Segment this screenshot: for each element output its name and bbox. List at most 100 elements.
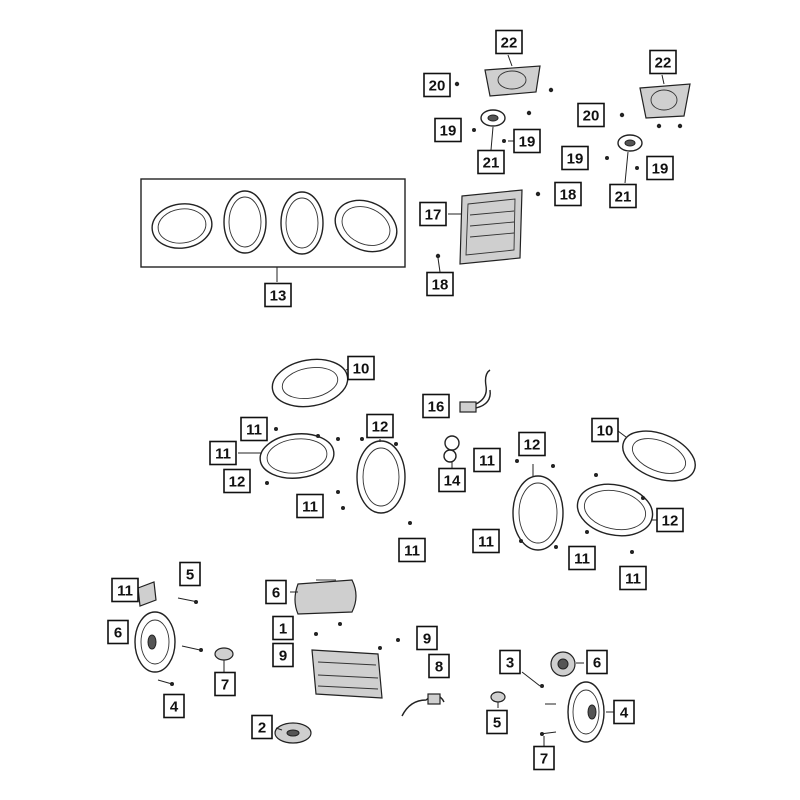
- speaker-gasket-right-drawing: [576, 473, 658, 554]
- callout-box: [656, 507, 684, 533]
- callout-box: [577, 102, 605, 128]
- callout-box: [428, 653, 450, 679]
- callout-number: 19: [567, 151, 584, 168]
- callout-box: [416, 625, 438, 651]
- callout-7: 7: [214, 671, 236, 697]
- callout-9: 9: [272, 642, 294, 668]
- callout-number: 11: [479, 453, 495, 470]
- callout-box: [107, 619, 129, 645]
- callout-5: 5: [486, 709, 508, 735]
- callout-box: [422, 393, 450, 419]
- callout-10: 10: [591, 417, 619, 443]
- callout-6: 6: [107, 619, 129, 645]
- callout-number: 6: [114, 625, 122, 642]
- callout-number: 11: [302, 499, 318, 516]
- callout-box: [426, 271, 454, 297]
- callout-box: [499, 649, 521, 675]
- callout-box: [561, 145, 589, 171]
- callout-19: 19: [513, 128, 541, 154]
- callout-number: 12: [372, 419, 389, 436]
- callout-number: 9: [279, 648, 287, 665]
- callout-number: 6: [272, 585, 280, 602]
- callout-21: 21: [609, 183, 637, 209]
- callout-box: [272, 642, 294, 668]
- callout-19: 19: [561, 145, 589, 171]
- speaker-gasket-left-drawing: [238, 427, 340, 494]
- callout-number: 10: [597, 423, 614, 440]
- callout-10: 10: [347, 355, 375, 381]
- callout-20: 20: [577, 102, 605, 128]
- callout-box: [472, 528, 500, 554]
- callout-box: [586, 649, 608, 675]
- wiring-harness-16-drawing: [459, 369, 491, 413]
- callout-number: 11: [478, 534, 494, 551]
- callout-box: [398, 537, 426, 563]
- amplifier-drawing: [435, 189, 541, 273]
- callout-number: 7: [540, 751, 548, 768]
- callout-box: [513, 128, 541, 154]
- callout-box: [434, 117, 462, 143]
- callout-number: 8: [435, 659, 443, 676]
- callout-number: 19: [519, 134, 536, 151]
- callout-box: [163, 693, 185, 719]
- callout-box: [264, 282, 292, 308]
- speaker-baffle-left-drawing: [271, 358, 353, 408]
- callout-4: 4: [613, 699, 635, 725]
- callout-box: [554, 181, 582, 207]
- callout-box: [477, 149, 505, 175]
- callout-box: [265, 579, 287, 605]
- callout-18: 18: [554, 181, 582, 207]
- callout-19: 19: [434, 117, 462, 143]
- callout-number: 12: [662, 513, 679, 530]
- callout-12: 12: [223, 468, 251, 494]
- callout-number: 6: [593, 655, 601, 672]
- callout-box: [272, 615, 294, 641]
- callout-number: 18: [560, 187, 577, 204]
- callout-number: 4: [620, 705, 629, 722]
- callout-number: 18: [432, 277, 449, 294]
- callout-3: 3: [499, 649, 521, 675]
- callout-number: 13: [270, 288, 287, 305]
- callout-box: [296, 493, 324, 519]
- speaker-gasket-set-drawing: [140, 178, 406, 282]
- callout-box: [613, 699, 635, 725]
- callout-number: 21: [615, 189, 632, 206]
- callout-number: 11: [404, 543, 420, 560]
- callout-number: 1: [279, 621, 287, 638]
- callout-number: 11: [625, 571, 641, 588]
- callout-22: 22: [495, 29, 523, 55]
- callout-number: 19: [440, 123, 457, 140]
- callout-number: 19: [652, 161, 669, 178]
- tweeter-assembly-right-drawing: [605, 74, 691, 184]
- callout-box: [223, 468, 251, 494]
- callout-number: 5: [493, 715, 501, 732]
- callout-number: 11: [574, 551, 590, 568]
- callout-box: [533, 745, 555, 771]
- callout-2: 2: [251, 714, 273, 740]
- callout-number: 21: [483, 155, 500, 172]
- callout-box: [568, 545, 596, 571]
- callout-12: 12: [366, 413, 394, 439]
- callout-box: [423, 72, 451, 98]
- callout-box: [214, 671, 236, 697]
- callout-4: 4: [163, 693, 185, 719]
- callout-11: 11: [398, 537, 426, 563]
- callout-number: 9: [423, 631, 431, 648]
- callout-number: 20: [429, 78, 446, 95]
- callout-number: 3: [506, 655, 514, 672]
- callout-7: 7: [533, 745, 555, 771]
- callout-number: 12: [524, 437, 541, 454]
- callout-number: 22: [655, 55, 672, 72]
- callout-box: [438, 467, 466, 493]
- callout-11: 11: [619, 565, 647, 591]
- callout-6: 6: [265, 579, 287, 605]
- callout-11: 11: [209, 440, 237, 466]
- callout-box: [495, 29, 523, 55]
- callout-box: [518, 431, 546, 457]
- callout-8: 8: [428, 653, 450, 679]
- callout-17: 17: [419, 201, 447, 227]
- callout-18: 18: [426, 271, 454, 297]
- speaker-center-right-drawing: [512, 459, 564, 551]
